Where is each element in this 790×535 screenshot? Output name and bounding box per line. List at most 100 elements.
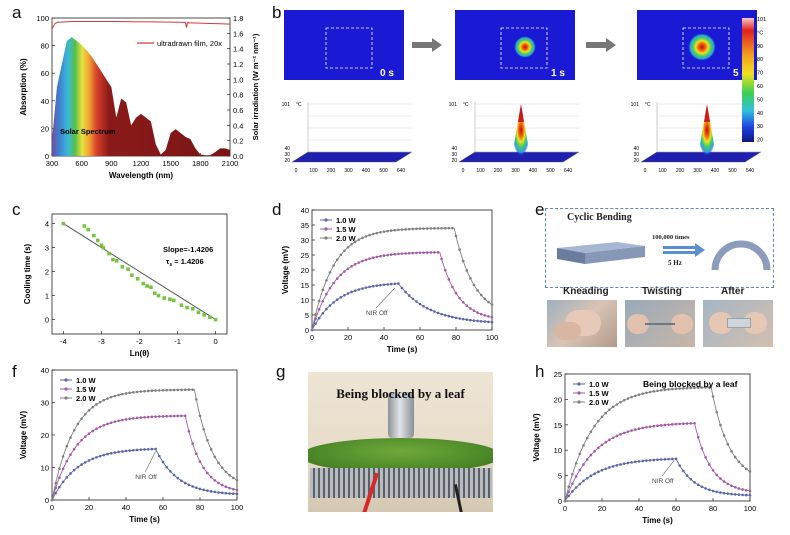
series-marker: [206, 439, 209, 442]
series-marker: [469, 318, 472, 322]
series-marker: [132, 417, 135, 420]
x-tick-label: 20: [85, 503, 93, 512]
series-marker: [169, 470, 172, 473]
series-marker: [567, 490, 570, 494]
arrow-right-icon: [586, 42, 606, 48]
series-marker: [328, 271, 332, 274]
series-marker: [667, 388, 670, 391]
series-marker: [663, 423, 667, 427]
photo-label-twisting: Twisting: [642, 286, 682, 297]
series-marker: [693, 386, 696, 390]
series-marker: [741, 493, 744, 497]
series-marker: [386, 253, 389, 257]
series-marker: [741, 464, 744, 467]
series-marker: [353, 263, 357, 266]
x-tick-label: 60: [416, 333, 424, 342]
series-marker: [483, 314, 487, 317]
legend-marker: [577, 382, 581, 386]
photo-twisting: [625, 300, 695, 347]
surface-xtick: 640: [397, 168, 406, 174]
series-marker: [682, 469, 685, 473]
plot-frame: [564, 373, 751, 502]
series-marker: [407, 227, 411, 231]
series-marker: [328, 286, 332, 290]
data-point: [185, 305, 189, 310]
series-marker: [469, 307, 472, 310]
y-tick-label: 25: [301, 251, 309, 260]
series-marker: [393, 252, 397, 256]
x-tick-label: 600: [75, 159, 88, 168]
series-marker: [693, 421, 696, 425]
series-marker: [317, 316, 321, 320]
thermal-frame: [284, 10, 404, 80]
x-tick-label: 100: [486, 333, 499, 342]
series-marker: [371, 232, 375, 236]
series-marker: [91, 457, 94, 461]
legend-label: 1.0 W: [336, 216, 357, 225]
series-marker: [578, 468, 582, 472]
series-marker: [191, 388, 194, 391]
surface-ytick: 40: [633, 146, 639, 152]
series-marker: [436, 311, 440, 315]
series-marker: [711, 395, 715, 398]
series-marker: [593, 449, 596, 453]
panel-letter-g: g: [276, 362, 286, 381]
y-tick-label: 3: [45, 244, 49, 253]
series-marker: [593, 472, 596, 476]
series-marker: [87, 459, 91, 462]
colorbar-tick: 70: [757, 71, 763, 77]
series-marker: [483, 297, 487, 301]
series-marker: [440, 226, 443, 230]
series-marker: [195, 452, 198, 455]
series-marker: [685, 386, 689, 390]
series-marker: [730, 449, 733, 453]
panel-letter-a: a: [12, 3, 22, 22]
series-marker: [626, 397, 630, 400]
y-tick-label: 10: [41, 464, 49, 473]
series-marker: [667, 423, 670, 426]
legend-label: 1.5 W: [76, 385, 97, 394]
series-marker: [172, 388, 176, 392]
series-marker: [472, 319, 476, 322]
series-marker: [228, 486, 231, 490]
series-marker: [411, 297, 415, 301]
series-marker: [648, 390, 652, 394]
leaf: [308, 438, 493, 472]
series-marker: [411, 251, 415, 255]
series-marker: [479, 293, 483, 297]
flat-film-front: [557, 248, 585, 264]
series-marker: [604, 440, 607, 444]
series-marker: [213, 455, 217, 459]
series-marker: [117, 419, 120, 423]
series-marker: [357, 238, 361, 241]
series-marker: [674, 387, 678, 391]
series-marker: [350, 265, 353, 268]
series-marker: [220, 483, 224, 487]
series-marker: [615, 434, 619, 438]
series-marker: [422, 251, 425, 254]
colorbar-tick: 20: [757, 138, 763, 144]
x-tick-label: 60: [672, 504, 680, 513]
legend-label: 1.0 W: [589, 380, 610, 389]
series-marker: [235, 478, 239, 482]
series-marker: [187, 483, 191, 487]
arrow-right-icon: [606, 38, 616, 52]
surface-xtick: 100: [658, 168, 667, 174]
series-marker: [626, 430, 630, 433]
series-marker: [165, 388, 168, 392]
series-marker: [641, 459, 644, 463]
series-marker: [447, 314, 451, 318]
surface-xtick: 400: [529, 168, 538, 174]
data-point: [82, 224, 87, 228]
series-marker: [582, 444, 585, 447]
series-marker: [335, 298, 339, 301]
series-marker: [54, 491, 57, 495]
panel-letter-d: d: [272, 200, 282, 219]
series-marker: [476, 319, 479, 323]
series-marker: [458, 248, 461, 251]
data-point: [190, 307, 195, 311]
series-marker: [604, 411, 607, 415]
y-tick-label: 15: [554, 421, 562, 430]
series-marker: [346, 292, 350, 295]
x-tick-label: 100: [744, 504, 757, 513]
